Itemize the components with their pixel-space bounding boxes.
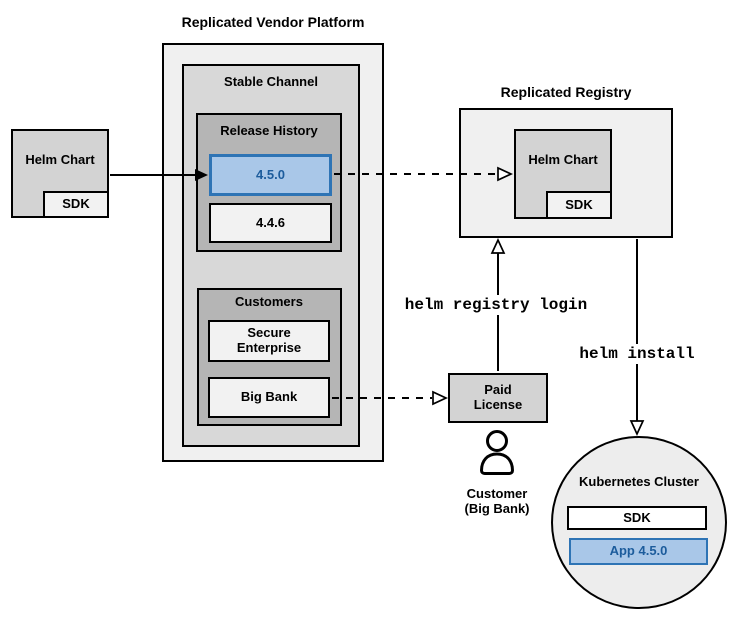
helm-chart-label: Helm Chart: [25, 151, 95, 167]
arrowhead-open-up-icon: [490, 237, 506, 254]
customers-title: Customers: [235, 294, 303, 309]
release-4-5-0: 4.5.0: [209, 154, 332, 196]
source-helm-chart-label-wrap: Helm Chart: [11, 129, 109, 191]
sdk-label: SDK: [62, 196, 90, 212]
platform-title: Replicated Vendor Platform: [181, 14, 365, 30]
customer-detail: (Big Bank): [464, 501, 530, 517]
paid-license-label: Paid License: [473, 382, 523, 412]
cluster-app-box: App 4.5.0: [569, 538, 708, 565]
arrowhead-open-right-icon: [432, 390, 449, 406]
customer-name: Customer: [466, 486, 528, 501]
cluster-title: Kubernetes Cluster: [579, 474, 699, 489]
registry-helm-chart-label-wrap: Helm Chart: [514, 129, 612, 191]
sdk-label: SDK: [623, 509, 651, 525]
registry-sdk-box: SDK: [546, 191, 612, 219]
helm-chart-label: Helm Chart: [528, 151, 598, 167]
release-version-label: 4.5.0: [256, 166, 285, 182]
source-sdk-box: SDK: [43, 191, 109, 218]
person-icon: [480, 430, 514, 475]
app-version-label: App 4.5.0: [609, 543, 668, 559]
cluster-sdk-box: SDK: [567, 506, 707, 530]
customer-caption: Customer (Big Bank): [465, 486, 530, 517]
customer-secure-enterprise: Secure Enterprise: [208, 320, 330, 362]
arrowhead-open-down-icon: [629, 420, 645, 437]
stable-channel-title: Stable Channel: [224, 74, 318, 89]
release-version-label: 4.4.6: [256, 214, 285, 230]
customer-name-label: Secure Enterprise: [236, 325, 302, 355]
release-history-title: Release History: [220, 123, 318, 138]
helm-install-label: helm install: [574, 344, 700, 364]
registry-title: Replicated Registry: [500, 84, 632, 100]
release-4-4-6: 4.4.6: [209, 203, 332, 243]
customer-name-label: Big Bank: [240, 389, 298, 405]
sdk-label: SDK: [565, 196, 593, 212]
paid-license-box: Paid License: [448, 373, 548, 423]
customer-big-bank: Big Bank: [208, 377, 330, 418]
helm-registry-login-label: helm registry login: [399, 295, 593, 315]
